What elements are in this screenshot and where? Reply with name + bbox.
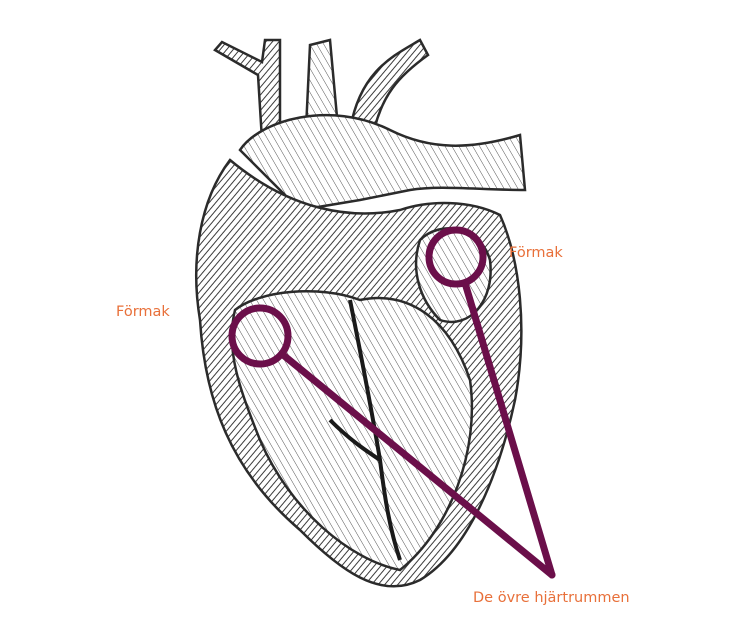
pointer-line-left bbox=[278, 350, 556, 579]
pointer-line-right bbox=[461, 279, 556, 579]
label-atrium-left: Förmak bbox=[116, 304, 170, 320]
aorta-arch bbox=[238, 113, 527, 212]
caption-upper-chambers: De övre hjärtrummen bbox=[473, 590, 630, 606]
label-atrium-right: Förmak bbox=[509, 245, 563, 261]
ventricle-front bbox=[230, 290, 474, 572]
marker-circle-left bbox=[228, 304, 292, 368]
marker-circle-right bbox=[425, 226, 487, 288]
markers bbox=[228, 226, 556, 579]
vessel-right bbox=[348, 38, 430, 142]
coronary-vessel bbox=[328, 299, 402, 561]
vessel-left bbox=[213, 38, 282, 142]
